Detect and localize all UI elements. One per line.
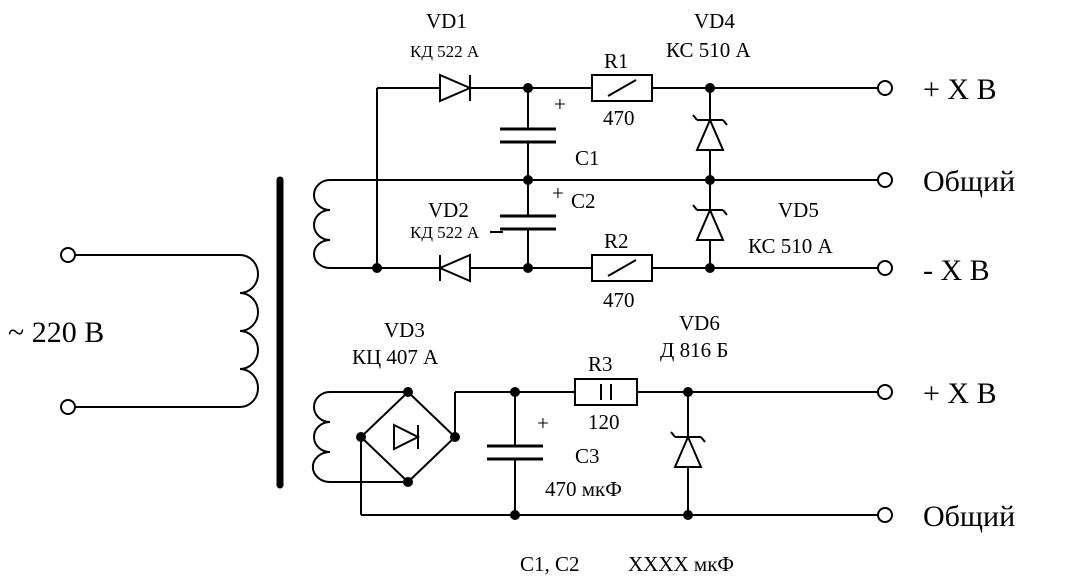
note-capacitor-refs: C1, C2 — [520, 552, 580, 576]
vd3-part: КЦ 407 А — [352, 345, 439, 369]
c3-ref: C3 — [575, 444, 600, 468]
input-terminal-top[interactable] — [60, 247, 76, 263]
output-label-common2: Общий — [923, 500, 1015, 533]
output-label-common1: Общий — [923, 165, 1015, 198]
output-terminal-pos1[interactable] — [877, 80, 893, 96]
vd3-bridge — [359, 390, 878, 516]
primary-winding — [75, 254, 259, 408]
r2-resistor — [591, 254, 653, 282]
vd5-part: КС 510 А — [748, 234, 833, 258]
secondary-winding-2 — [311, 391, 408, 483]
vd4-part: КС 510 А — [666, 38, 751, 62]
r2-value: 470 — [603, 288, 635, 312]
c3-capacitor — [487, 392, 543, 515]
vd2-part: КД 522 А — [410, 223, 480, 242]
r3-resistor — [574, 378, 638, 406]
c1-capacitor — [500, 88, 556, 180]
r3-ref: R3 — [588, 352, 613, 376]
output-terminal-pos2[interactable] — [877, 384, 893, 400]
r1-ref: R1 — [604, 49, 629, 73]
output-terminal-common2[interactable] — [877, 507, 893, 523]
vd4-ref: VD4 — [694, 9, 735, 33]
vd2-ref: VD2 — [428, 198, 469, 222]
output-label-neg1: - X В — [923, 254, 990, 287]
c1-plus: + — [554, 92, 566, 116]
vd6-zener — [670, 392, 706, 515]
vd6-part: Д 816 Б — [660, 338, 728, 362]
vd3-ref: VD3 — [384, 318, 425, 342]
c2-plus: + — [552, 181, 564, 205]
r1-resistor — [591, 74, 653, 102]
output-terminal-neg1[interactable] — [877, 260, 893, 276]
vd6-ref: VD6 — [679, 311, 720, 335]
r3-value: 120 — [588, 410, 620, 434]
c2-capacitor — [500, 180, 556, 268]
vd1-diode — [439, 73, 473, 103]
vd4-zener — [692, 88, 728, 180]
vd2-diode — [437, 253, 471, 283]
output-label-pos2: + X В — [923, 377, 997, 410]
vd5-zener — [692, 180, 728, 268]
output-label-pos1: + X В — [923, 73, 997, 106]
junctions — [356, 83, 715, 520]
c3-value: 470 мкФ — [545, 477, 622, 501]
vd1-ref: VD1 — [426, 9, 467, 33]
output-terminal-common1[interactable] — [877, 172, 893, 188]
c1-ref: C1 — [575, 146, 600, 170]
vd5-ref: VD5 — [778, 198, 819, 222]
input-terminal-bottom[interactable] — [60, 399, 76, 415]
note-capacitor-value: XXXX мкФ — [628, 552, 734, 576]
input-voltage-label: ~ 220 В — [8, 316, 104, 349]
c2-ref: C2 — [571, 189, 596, 213]
c3-plus: + — [537, 411, 549, 435]
secondary-winding-1 — [313, 179, 878, 269]
vd1-part: КД 522 А — [410, 42, 480, 61]
r2-ref: R2 — [604, 229, 629, 253]
r1-value: 470 — [603, 106, 635, 130]
